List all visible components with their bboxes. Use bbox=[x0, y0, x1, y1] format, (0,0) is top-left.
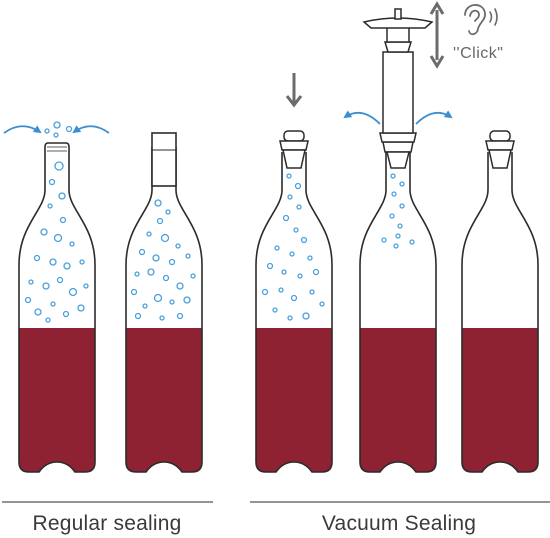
cork bbox=[151, 132, 177, 187]
bottle-outline bbox=[359, 152, 437, 473]
air-in-arrow-right bbox=[72, 125, 110, 134]
wine-fill bbox=[256, 328, 332, 472]
regular-sealing-caption: Regular sealing bbox=[32, 512, 182, 535]
bottle-vacuum-sealed bbox=[461, 130, 539, 473]
bubbles bbox=[261, 173, 325, 321]
bottle-vacuum-pump bbox=[343, 1, 453, 473]
bottle-outline bbox=[461, 152, 539, 473]
bubbles bbox=[130, 199, 196, 321]
bottle-outline bbox=[255, 152, 333, 473]
bottle-regular-cork bbox=[125, 132, 203, 473]
wine-fill bbox=[19, 328, 95, 472]
wine-fill bbox=[126, 328, 202, 472]
wine-fill bbox=[360, 328, 436, 472]
bottle-vacuum-stopper bbox=[255, 73, 333, 473]
bottle-outline bbox=[125, 147, 203, 473]
double-arrow-icon bbox=[429, 1, 445, 69]
down-arrow-icon bbox=[285, 73, 303, 108]
bubbles bbox=[381, 173, 415, 249]
air-out-arrow-left bbox=[343, 110, 381, 125]
wine-fill bbox=[462, 328, 538, 472]
air-in-arrow-left bbox=[3, 125, 42, 134]
vacuum-stopper bbox=[485, 130, 515, 169]
vacuum-sealing-caption: Vacuum Sealing bbox=[321, 512, 477, 535]
click-sound-label: ''Click" bbox=[453, 45, 504, 62]
bottle-outline bbox=[18, 147, 96, 473]
bottle-regular-open bbox=[3, 121, 110, 473]
air-out-arrow-right bbox=[415, 110, 453, 125]
ear-icon bbox=[464, 4, 486, 36]
bubbles bbox=[24, 121, 89, 323]
sound-waves-icon bbox=[489, 8, 498, 26]
vacuum-pump bbox=[362, 8, 434, 169]
vacuum-stopper bbox=[279, 130, 309, 169]
